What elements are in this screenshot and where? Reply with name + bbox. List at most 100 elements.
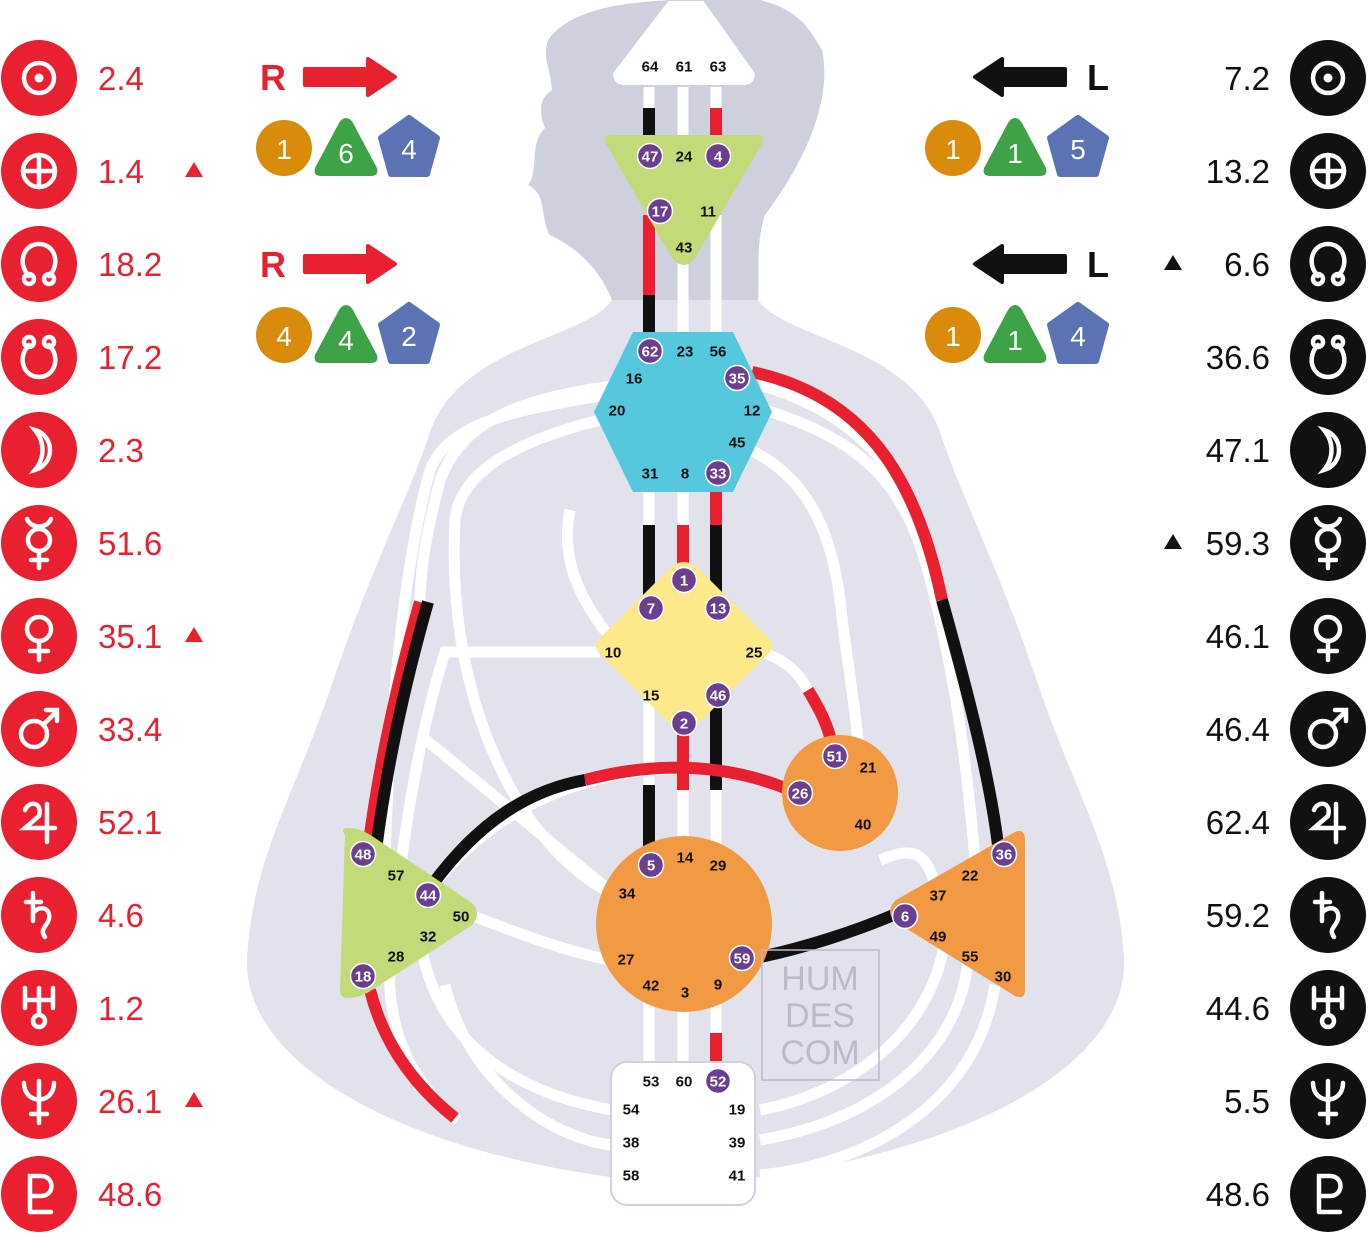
gate-throat-1: 23 bbox=[677, 344, 694, 361]
variable-tone-value: 5 bbox=[1070, 134, 1086, 165]
watermark-text: HUM DES COM bbox=[780, 960, 859, 1072]
head-center bbox=[610, 0, 758, 87]
channel-base-55-39 bbox=[759, 959, 974, 1146]
gate-activation-circle bbox=[349, 840, 377, 868]
gate-number: 37 bbox=[930, 888, 947, 905]
watermark-line-1: HUM bbox=[781, 960, 858, 998]
personality-row-7: 46.4 bbox=[1206, 691, 1366, 767]
gate-number: 30 bbox=[995, 969, 1012, 986]
gate-number: 43 bbox=[676, 240, 693, 257]
circle-badge-icon bbox=[256, 120, 312, 176]
venus-icon bbox=[1290, 598, 1366, 674]
gate-number: 38 bbox=[623, 1135, 640, 1152]
gate-number: 12 bbox=[744, 403, 761, 420]
circle-badge-icon bbox=[925, 307, 981, 363]
gate-activation-circle bbox=[636, 337, 664, 365]
gate-number: 49 bbox=[930, 929, 947, 946]
variable-tone-value: 2 bbox=[401, 321, 417, 352]
ego-center bbox=[782, 735, 898, 851]
personality-arrow-icon bbox=[1164, 534, 1182, 549]
activation-48-personality bbox=[370, 600, 434, 851]
gate-root-0: 53 bbox=[643, 1074, 660, 1091]
gate-g-2: 13 bbox=[704, 594, 732, 622]
personality-value: 6.6 bbox=[1224, 246, 1270, 283]
mercury-icon bbox=[1290, 505, 1366, 581]
gate-number: 62 bbox=[642, 344, 659, 361]
gate-number: 3 bbox=[681, 985, 689, 1002]
personality-row-2: 6.6 bbox=[1164, 226, 1366, 302]
design-value: 48.6 bbox=[98, 1176, 162, 1213]
design-row-5: 51.6 bbox=[1, 505, 162, 581]
gate-number: 47 bbox=[642, 149, 659, 166]
gate-sacral-0: 5 bbox=[637, 851, 665, 879]
gate-activation-circle bbox=[349, 962, 377, 990]
gate-activation-circle bbox=[704, 594, 732, 622]
gate-number: 45 bbox=[729, 435, 746, 452]
gate-activation-circle bbox=[637, 594, 665, 622]
personality-row-11: 5.5 bbox=[1224, 1063, 1366, 1139]
triangle-badge-icon bbox=[314, 305, 378, 363]
gate-number: 27 bbox=[618, 952, 635, 969]
gate-solar-1: 22 bbox=[962, 868, 979, 885]
jupiter-icon bbox=[1290, 784, 1366, 860]
gate-number: 64 bbox=[642, 59, 659, 76]
gate-number: 14 bbox=[677, 850, 694, 867]
jupiter-icon bbox=[1, 784, 77, 860]
gate-number: 34 bbox=[619, 886, 636, 903]
gate-activation-circle bbox=[637, 851, 665, 879]
gate-ego-2: 26 bbox=[786, 779, 814, 807]
gate-activation-circle bbox=[646, 197, 674, 225]
gate-number: 60 bbox=[676, 1074, 693, 1091]
gate-number: 55 bbox=[962, 949, 979, 966]
personality-value: 5.5 bbox=[1224, 1083, 1270, 1120]
gate-number: 61 bbox=[676, 59, 693, 76]
channel-base-10-57 bbox=[394, 646, 600, 871]
gate-number: 51 bbox=[827, 749, 844, 766]
gate-ajna-2: 4 bbox=[704, 142, 732, 170]
design-row-0: 2.4 bbox=[1, 40, 144, 116]
activation-18 bbox=[364, 988, 459, 1123]
earth-icon bbox=[1, 133, 77, 209]
gate-number: 22 bbox=[962, 868, 979, 885]
gate-g-4: 25 bbox=[746, 645, 763, 662]
gate-number: 16 bbox=[626, 371, 643, 388]
channel-base-37-40 bbox=[877, 847, 941, 887]
activation-36-personality bbox=[936, 598, 1004, 846]
gate-ajna-1: 24 bbox=[676, 149, 693, 166]
sun-icon bbox=[1290, 40, 1366, 116]
personality-row-8: 62.4 bbox=[1206, 784, 1366, 860]
channel-base-16-48 bbox=[414, 379, 621, 606]
design-value: 17.2 bbox=[98, 339, 162, 376]
gate-number: 24 bbox=[676, 149, 693, 166]
design-row-9: 4.6 bbox=[1, 877, 144, 953]
gate-ajna-5: 43 bbox=[676, 240, 693, 257]
design-row-8: 52.1 bbox=[1, 784, 162, 860]
design-arrow-icon bbox=[185, 162, 203, 177]
gate-number: 5 bbox=[647, 858, 655, 875]
gate-throat-10: 33 bbox=[704, 459, 732, 487]
gate-number: 11 bbox=[700, 204, 716, 221]
variable-tone-value: 1 bbox=[276, 134, 292, 165]
gate-number: 46 bbox=[710, 688, 727, 705]
watermark-line-3: COM bbox=[780, 1034, 859, 1072]
uranus-icon bbox=[1, 970, 77, 1046]
gate-number: 23 bbox=[677, 344, 694, 361]
mars-icon bbox=[1, 691, 77, 767]
gate-head-2: 63 bbox=[710, 59, 727, 76]
activation-48-design bbox=[362, 600, 426, 851]
variable-tone-value: 1 bbox=[945, 321, 961, 352]
earth-icon bbox=[1290, 133, 1366, 209]
gate-activation-circle bbox=[670, 709, 698, 737]
gate-g-0: 1 bbox=[670, 566, 698, 594]
gate-number: 2 bbox=[680, 716, 688, 733]
design-row-1: 1.4 bbox=[1, 133, 203, 209]
uranus-icon bbox=[1290, 970, 1366, 1046]
gate-spleen-3: 50 bbox=[453, 909, 470, 926]
gate-number: 28 bbox=[388, 949, 405, 966]
variable-tone-value: 1 bbox=[1007, 325, 1023, 356]
channel-base-50-59-arc bbox=[439, 983, 613, 1151]
gate-ego-3: 40 bbox=[855, 817, 872, 834]
